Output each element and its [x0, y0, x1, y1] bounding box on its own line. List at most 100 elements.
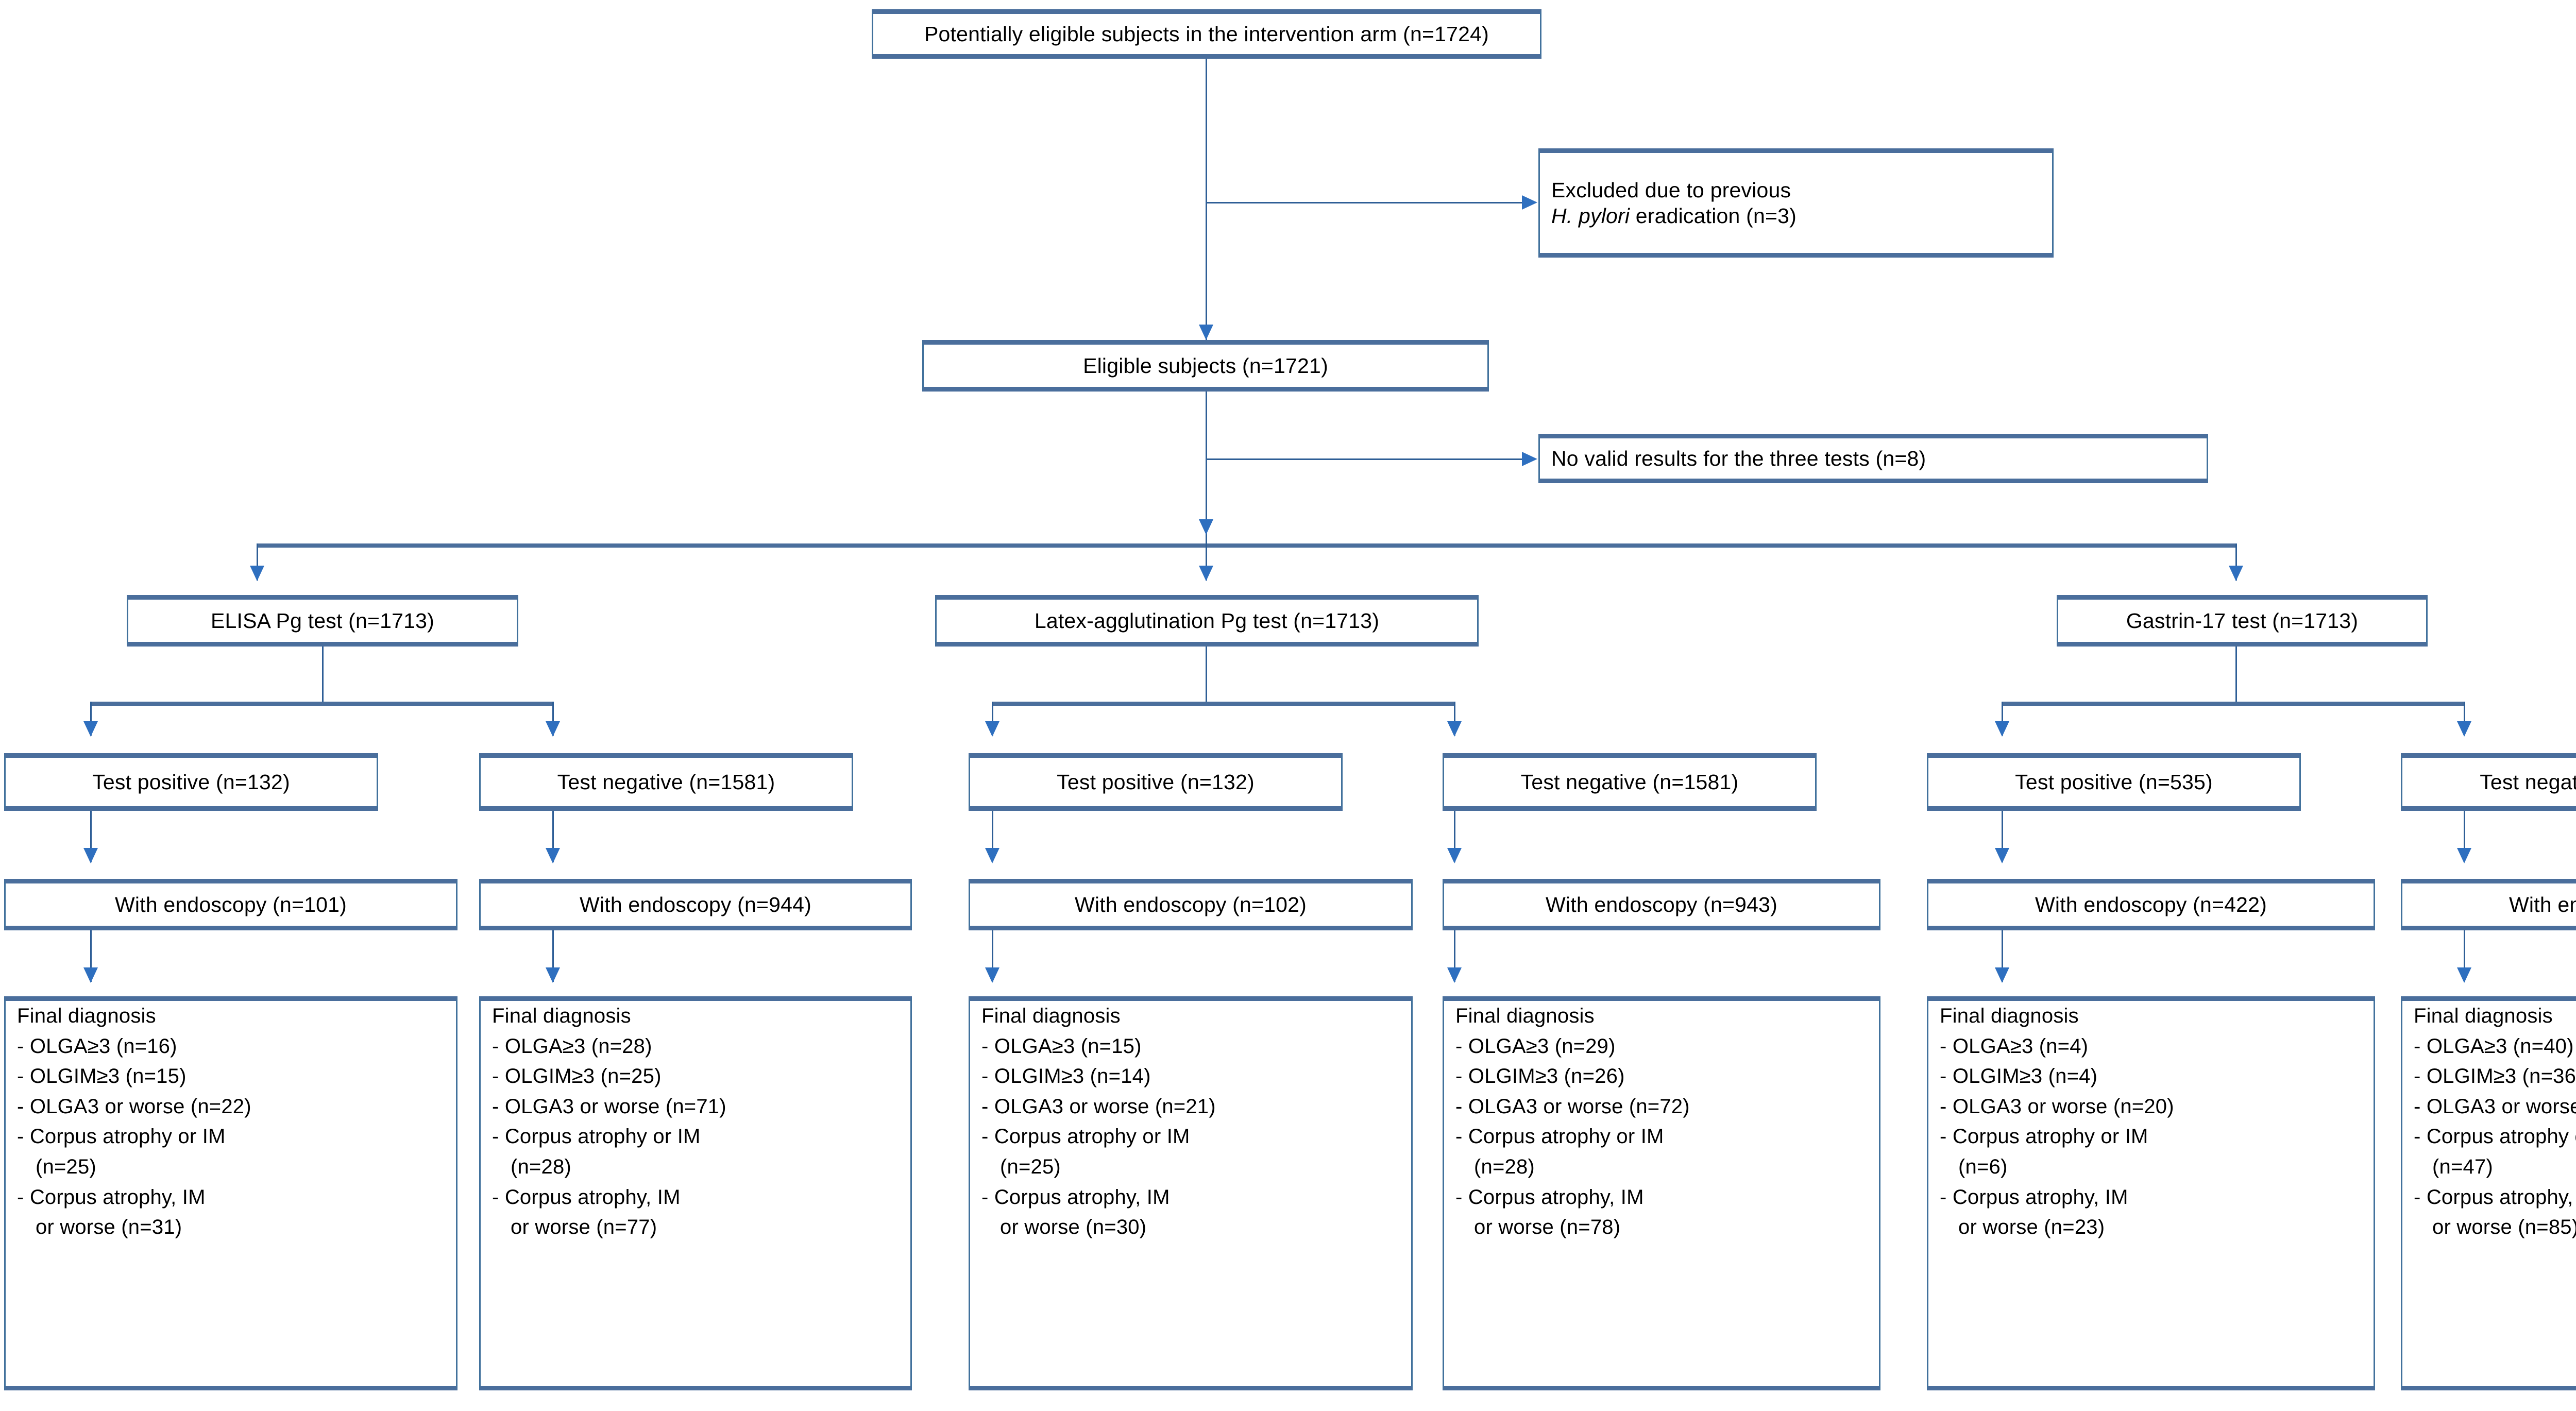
connector-res2n-down — [1454, 811, 1455, 862]
node-endoscopy-3-positive: With endoscopy (n=422) — [1927, 879, 2375, 930]
connector-endo3p-down — [2002, 930, 2003, 982]
node-excluded: Excluded due to previous H. pylori eradi… — [1538, 148, 2054, 258]
node-diagnosis-1-corpus-or-count: (n=25) — [36, 1155, 96, 1178]
node-test-elisa: ELISA Pg test (n=1713) — [127, 595, 518, 647]
node-endoscopy-3-positive-label: With endoscopy (n=422) — [2035, 892, 2267, 916]
connector-endo2p-down — [992, 930, 993, 982]
node-potentially-eligible-label: Potentially eligible subjects in the int… — [924, 22, 1489, 46]
node-endoscopy-2-positive-label: With endoscopy (n=102) — [1075, 892, 1307, 916]
connector-res1p-down — [90, 811, 92, 862]
node-endoscopy-3-negative: With endoscopy (n=623) — [2401, 879, 2576, 930]
arrow-test1-positive — [83, 721, 98, 737]
node-diagnosis-1-header: Final diagnosis — [17, 1005, 156, 1027]
node-result-3-negative-label: Test negative (n=1178) — [2480, 770, 2576, 794]
connector-res1n-down — [552, 811, 554, 862]
connector-split3-right — [2464, 702, 2465, 736]
arrow-endo2p-to-dx — [985, 967, 999, 983]
connector-endo2n-down — [1454, 930, 1455, 982]
node-diagnosis-2-corpus-or-count: (n=28) — [511, 1155, 571, 1178]
node-diagnosis-2-corpus-worse: - Corpus atrophy, IM — [492, 1185, 681, 1209]
node-diagnosis-4: Final diagnosis - OLGA≥3 (n=29) - OLGIM≥… — [1443, 996, 1880, 1390]
node-diagnosis-5-olga: - OLGA≥3 (n=4) — [1940, 1034, 2089, 1058]
node-diagnosis-4-olga: - OLGA≥3 (n=29) — [1455, 1034, 1616, 1058]
node-eligible-subjects-label: Eligible subjects (n=1721) — [1083, 353, 1328, 378]
arrow-res2n-to-endo — [1447, 848, 1462, 863]
node-result-1-negative: Test negative (n=1581) — [479, 753, 853, 811]
arrow-test3-positive — [1995, 721, 2009, 737]
arrow-bus-to-test-1 — [250, 566, 264, 581]
node-endoscopy-1-negative-label: With endoscopy (n=944) — [580, 892, 811, 916]
node-diagnosis-6-olgim: - OLGIM≥3 (n=36) — [2414, 1065, 2576, 1088]
arrow-to-excluded — [1522, 195, 1537, 210]
connector-bus-drop-2 — [1206, 543, 1207, 581]
node-diagnosis-1-corpus-worse: - Corpus atrophy, IM — [17, 1185, 206, 1209]
connector-endo1p-down — [90, 930, 92, 982]
node-excluded-italic: H. pylori — [1551, 204, 1630, 228]
connector-res2p-down — [992, 811, 993, 862]
node-result-2-positive-label: Test positive (n=132) — [1057, 770, 1255, 794]
arrow-test2-positive — [985, 721, 999, 737]
connector-split2 — [992, 702, 1455, 706]
node-diagnosis-6: Final diagnosis - OLGA≥3 (n=40) - OLGIM≥… — [2401, 996, 2576, 1390]
arrow-res2p-to-endo — [985, 848, 999, 863]
connector-split3-left — [2002, 702, 2003, 736]
node-test-elisa-label: ELISA Pg test (n=1713) — [210, 608, 435, 633]
connector-split1-left — [90, 702, 92, 736]
node-result-1-positive: Test positive (n=132) — [4, 753, 378, 811]
arrow-endo1p-to-dx — [83, 967, 98, 983]
arrow-bus-to-test-3 — [2229, 566, 2243, 581]
node-diagnosis-3-corpus-or-count: (n=25) — [1000, 1155, 1061, 1178]
node-endoscopy-2-negative: With endoscopy (n=943) — [1443, 879, 1880, 930]
node-diagnosis-4-corpus-worse: - Corpus atrophy, IM — [1455, 1185, 1644, 1209]
connector-test1-down — [322, 647, 324, 703]
node-diagnosis-5-corpus-worse: - Corpus atrophy, IM — [1940, 1185, 2128, 1209]
arrow-endo2n-to-dx — [1447, 967, 1462, 983]
node-no-valid-results-label: No valid results for the three tests (n=… — [1551, 446, 1926, 470]
node-diagnosis-5-olga3: - OLGA3 or worse (n=20) — [1940, 1095, 2174, 1118]
node-test-latex-label: Latex-agglutination Pg test (n=1713) — [1034, 608, 1380, 633]
node-test-latex: Latex-agglutination Pg test (n=1713) — [935, 595, 1479, 647]
arrow-test1-negative — [546, 721, 560, 737]
node-endoscopy-2-negative-label: With endoscopy (n=943) — [1546, 892, 1777, 916]
node-result-1-negative-label: Test negative (n=1581) — [557, 770, 775, 794]
node-diagnosis-3: Final diagnosis - OLGA≥3 (n=15) - OLGIM≥… — [969, 996, 1413, 1390]
node-diagnosis-5-corpus-or: - Corpus atrophy or IM — [1940, 1125, 2148, 1148]
connector-test3-down — [2235, 647, 2237, 703]
node-diagnosis-5-corpus-or-count: (n=6) — [1958, 1155, 2008, 1178]
node-diagnosis-2-olgim: - OLGIM≥3 (n=25) — [492, 1065, 662, 1088]
node-diagnosis-3-olgim: - OLGIM≥3 (n=14) — [981, 1065, 1151, 1088]
node-diagnosis-6-corpus-worse: - Corpus atrophy, IM — [2414, 1185, 2576, 1209]
node-diagnosis-6-corpus-worse-count: or worse (n=85) — [2432, 1216, 2576, 1239]
node-diagnosis-5-corpus-worse-count: or worse (n=23) — [1958, 1216, 2105, 1239]
arrow-res3n-to-endo — [2457, 848, 2471, 863]
node-diagnosis-6-corpus-or-count: (n=47) — [2432, 1155, 2493, 1178]
node-endoscopy-1-negative: With endoscopy (n=944) — [479, 879, 912, 930]
node-diagnosis-1: Final diagnosis - OLGA≥3 (n=16) - OLGIM≥… — [4, 996, 457, 1390]
node-diagnosis-1-corpus-worse-count: or worse (n=31) — [36, 1216, 182, 1239]
connector-split1-right — [552, 702, 554, 736]
node-diagnosis-2-olga: - OLGA≥3 (n=28) — [492, 1034, 652, 1058]
node-diagnosis-3-olga: - OLGA≥3 (n=15) — [981, 1034, 1142, 1058]
node-diagnosis-6-corpus-or: - Corpus atrophy or IM — [2414, 1125, 2576, 1148]
node-excluded-line2-rest: eradication (n=3) — [1630, 204, 1797, 228]
arrow-bus-to-test-2 — [1199, 566, 1213, 581]
connector-endo1n-down — [552, 930, 554, 982]
connector-bus-three-tests — [257, 543, 2237, 548]
connector-bus-drop-3 — [2235, 543, 2237, 581]
node-diagnosis-1-olgim: - OLGIM≥3 (n=15) — [17, 1065, 187, 1088]
node-diagnosis-4-header: Final diagnosis — [1455, 1005, 1595, 1027]
node-no-valid-results: No valid results for the three tests (n=… — [1538, 434, 2208, 483]
node-diagnosis-6-header: Final diagnosis — [2414, 1005, 2553, 1027]
node-endoscopy-3-negative-label: With endoscopy (n=623) — [2509, 892, 2576, 916]
node-diagnosis-3-corpus-worse-count: or worse (n=30) — [1000, 1216, 1147, 1239]
arrow-endo3n-to-dx — [2457, 967, 2471, 983]
node-result-2-negative-label: Test negative (n=1581) — [1520, 770, 1739, 794]
connector-split3 — [2002, 702, 2465, 706]
connector-eligible-down — [1206, 392, 1207, 546]
connector-split2-left — [992, 702, 993, 736]
node-diagnosis-4-corpus-or: - Corpus atrophy or IM — [1455, 1125, 1664, 1148]
node-diagnosis-2: Final diagnosis - OLGA≥3 (n=28) - OLGIM≥… — [479, 996, 912, 1390]
arrow-res3p-to-endo — [1995, 848, 2009, 863]
node-diagnosis-5-header: Final diagnosis — [1940, 1005, 2079, 1027]
